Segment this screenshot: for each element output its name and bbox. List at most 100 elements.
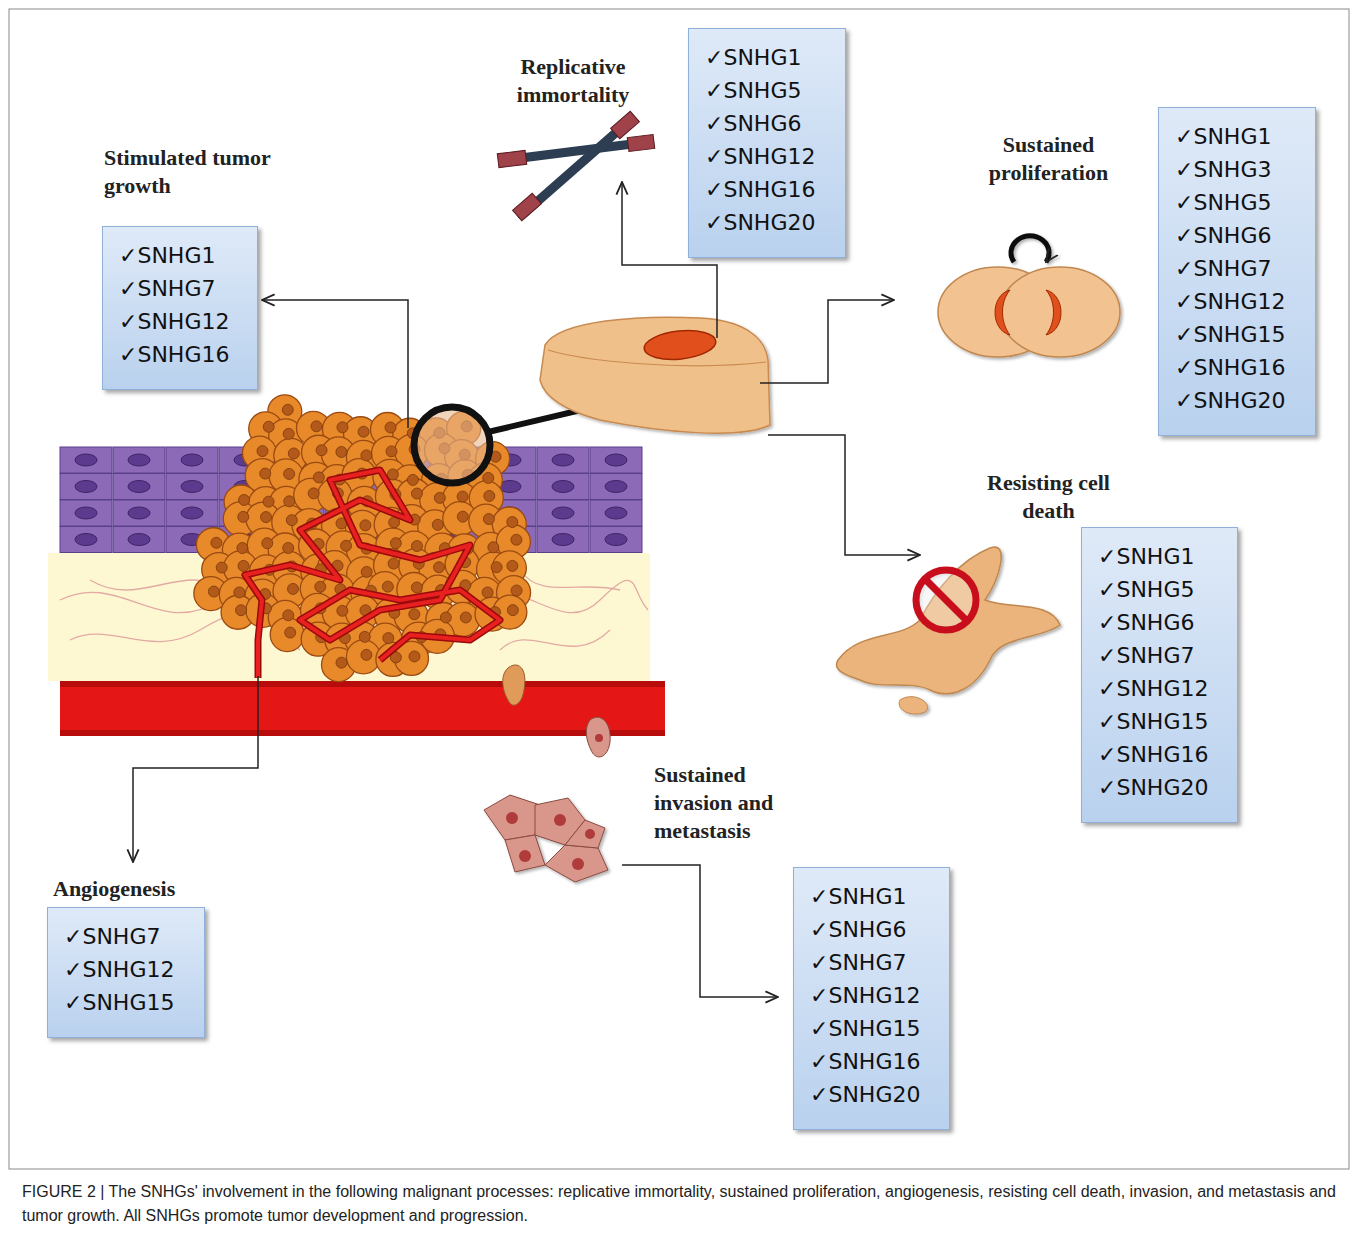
epithelial-cells-part bbox=[590, 500, 642, 526]
enlarged-cell bbox=[540, 317, 770, 433]
tumor-mass-part bbox=[460, 612, 471, 623]
leader-arrows-part bbox=[262, 300, 408, 428]
epithelial-cells-part bbox=[537, 500, 589, 526]
gene-item: ✓SNHG5 bbox=[1098, 573, 1194, 606]
apoptotic-cell-part bbox=[837, 547, 1060, 694]
tumor-mass-part bbox=[216, 562, 227, 573]
epithelial-cells-part bbox=[537, 527, 589, 553]
gene-item: ✓SNHG1 bbox=[705, 41, 801, 74]
tumor-mass-part bbox=[263, 421, 274, 432]
magnifier bbox=[414, 406, 598, 483]
epithelial-cells-part bbox=[552, 454, 574, 466]
tumor-mass-part bbox=[308, 488, 319, 499]
epithelial-cells-part bbox=[537, 474, 589, 500]
epithelial-cells-part bbox=[60, 527, 112, 553]
tumor-mass-part bbox=[288, 448, 299, 459]
chromosome bbox=[497, 111, 655, 221]
process-heading: Sustained proliferation bbox=[971, 131, 1126, 187]
epithelial-cells-part bbox=[113, 474, 165, 500]
epithelial-cells-part bbox=[590, 474, 642, 500]
tumor-mass-part bbox=[260, 468, 271, 479]
tumor-mass-part bbox=[407, 474, 418, 485]
invasive-cells-part bbox=[572, 858, 584, 870]
tumor-mass-part bbox=[382, 581, 393, 592]
tumor-mass-part bbox=[283, 428, 294, 439]
tumor-mass-part bbox=[262, 538, 273, 549]
process-heading: Resisting cell death bbox=[971, 469, 1126, 525]
epithelial-cells-part bbox=[552, 481, 574, 493]
tumor-vessel-part bbox=[245, 470, 500, 678]
tumor-mass-part bbox=[432, 519, 443, 530]
tumor-mass-part bbox=[284, 468, 295, 479]
tumor-mass-part bbox=[482, 587, 493, 598]
gene-item: ✓SNHG6 bbox=[1098, 606, 1194, 639]
enlarged-cell-part bbox=[643, 327, 718, 362]
tumor-mass-part bbox=[239, 494, 250, 505]
gene-item: ✓SNHG7 bbox=[1098, 639, 1194, 672]
process-list-box: Angiogenesis✓SNHG7✓SNHG12✓SNHG15 bbox=[47, 907, 205, 1038]
tumor-mass-part bbox=[283, 542, 294, 553]
stroma-part bbox=[500, 630, 610, 650]
tumor-vessel-part bbox=[245, 470, 500, 678]
invasive-cells-part bbox=[545, 845, 608, 882]
epithelial-cells-part bbox=[113, 447, 165, 473]
tumor-mass bbox=[194, 395, 531, 682]
gene-item: ✓SNHG15 bbox=[1175, 318, 1285, 351]
apoptotic-cell-part bbox=[916, 570, 976, 630]
tumor-mass-part bbox=[287, 583, 298, 594]
tumor-mass-part bbox=[440, 612, 451, 623]
tumor-mass-part bbox=[457, 511, 468, 522]
tumor-mass-part bbox=[409, 609, 420, 620]
gene-item: ✓SNHG20 bbox=[1098, 771, 1208, 804]
epithelial-cells-part bbox=[128, 454, 150, 466]
dividing-cell-part bbox=[1011, 236, 1049, 262]
epithelial-cells-part bbox=[552, 507, 574, 519]
dividing-cell-part bbox=[1000, 267, 1120, 357]
blood-vessel-part bbox=[60, 681, 665, 736]
epithelial-cells-part bbox=[605, 534, 627, 546]
tumor-mass-part bbox=[361, 450, 372, 461]
gene-item: ✓SNHG6 bbox=[810, 913, 906, 946]
tumor-mass-part bbox=[361, 566, 372, 577]
tumor-mass-part bbox=[483, 472, 494, 483]
gene-item: ✓SNHG15 bbox=[64, 986, 174, 1019]
apoptotic-cell-part bbox=[899, 697, 928, 714]
tumor-mass-part bbox=[434, 562, 445, 573]
tumor-mass-part bbox=[337, 605, 348, 616]
tumor-mass-part bbox=[282, 404, 293, 415]
epithelial-cells-part bbox=[113, 527, 165, 553]
epithelial-cells-part bbox=[552, 534, 574, 546]
migrating-cells-part bbox=[586, 717, 610, 757]
invasive-cells-part bbox=[565, 820, 605, 848]
epithelial-cells-part bbox=[166, 500, 218, 526]
tumor-mass-part bbox=[386, 446, 397, 457]
tumor-vessel bbox=[245, 470, 500, 678]
tumor-mass-part bbox=[257, 446, 268, 457]
migrating-cells bbox=[503, 665, 610, 757]
process-list-box: Resisting cell death✓SNHG1✓SNHG5✓SNHG6✓S… bbox=[1081, 527, 1238, 823]
epithelial-cells-part bbox=[181, 507, 203, 519]
tumor-mass-part bbox=[341, 540, 352, 551]
chromosome-part bbox=[497, 150, 526, 167]
gene-item: ✓SNHG7 bbox=[810, 946, 906, 979]
invasive-cells-part bbox=[505, 835, 545, 872]
epithelial-cells-part bbox=[128, 507, 150, 519]
invasive-cells-part bbox=[519, 850, 531, 862]
gene-item: ✓SNHG1 bbox=[1098, 540, 1194, 573]
gene-item: ✓SNHG16 bbox=[705, 173, 815, 206]
tumor-mass-part bbox=[316, 445, 327, 456]
tumor-mass-part bbox=[238, 560, 249, 571]
epithelial-cells-part bbox=[166, 447, 218, 473]
process-heading: Sustained invasion and metastasis bbox=[654, 761, 814, 845]
migrating-cells-part bbox=[595, 734, 603, 742]
process-list-box: Sustained proliferation✓SNHG1✓SNHG3✓SNHG… bbox=[1158, 107, 1316, 436]
chromosome-part bbox=[505, 142, 648, 160]
epithelial-cells-part bbox=[75, 507, 97, 519]
stroma bbox=[48, 553, 650, 681]
tumor-mass-part bbox=[286, 515, 297, 526]
tumor-mass-part bbox=[484, 490, 495, 501]
magnifier-part bbox=[414, 407, 490, 483]
tumor-mass-part bbox=[285, 627, 296, 638]
gene-item: ✓SNHG16 bbox=[1098, 738, 1208, 771]
tumor-mass-part bbox=[337, 422, 348, 433]
